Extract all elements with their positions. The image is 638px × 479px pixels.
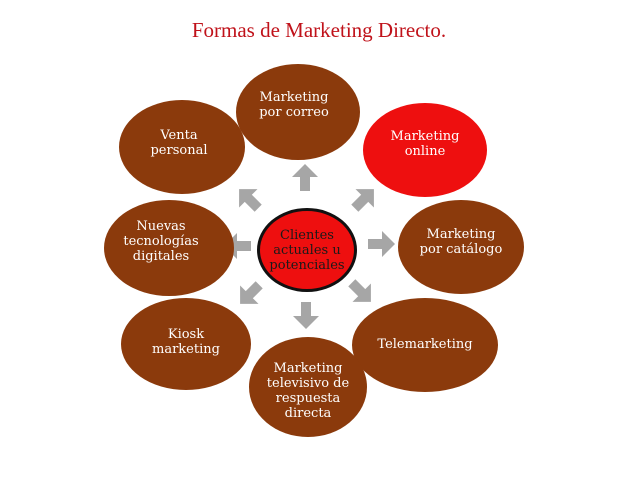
node-marketing-televisivo[interactable]: Marketing televisivo de respuesta direct… (249, 337, 367, 437)
node-marketing-por-catalogo[interactable]: Marketing por catálogo (398, 200, 524, 294)
node-kiosk-marketing-label: Kiosk marketing (152, 327, 220, 357)
arrow-right (368, 231, 395, 257)
arrow-down (293, 302, 319, 329)
node-venta-personal-label: Venta personal (150, 128, 208, 158)
node-marketing-por-correo-label: Marketing por correo (259, 90, 329, 120)
node-telemarketing-label: Telemarketing (377, 336, 473, 352)
arrow-up-left (239, 189, 262, 212)
node-venta-personal[interactable]: Venta personal (119, 100, 245, 194)
arrow-down-left (240, 281, 263, 304)
node-nuevas-tecnologias[interactable]: Nuevas tecnologías digitales (104, 200, 234, 296)
node-marketing-online[interactable]: Marketing online (363, 103, 487, 197)
arrow-down-right (348, 279, 371, 302)
arrow-up (292, 164, 318, 191)
node-kiosk-marketing[interactable]: Kiosk marketing (121, 298, 251, 390)
node-marketing-online-label: Marketing online (390, 129, 460, 159)
diagram-title: Formas de Marketing Directo. (191, 18, 447, 42)
center-clientes-label: Clientes actuales u potenciales (269, 227, 345, 273)
center-clientes[interactable]: Clientes actuales u potenciales (257, 208, 357, 292)
node-marketing-televisivo-label: Marketing televisivo de respuesta direct… (266, 361, 350, 421)
node-marketing-por-catalogo-label: Marketing por catálogo (419, 227, 503, 257)
node-telemarketing[interactable]: Telemarketing (352, 298, 498, 392)
arrow-up-right (351, 189, 374, 212)
node-marketing-por-correo[interactable]: Marketing por correo (236, 64, 360, 160)
node-nuevas-tecnologias-label: Nuevas tecnologías digitales (123, 218, 199, 264)
